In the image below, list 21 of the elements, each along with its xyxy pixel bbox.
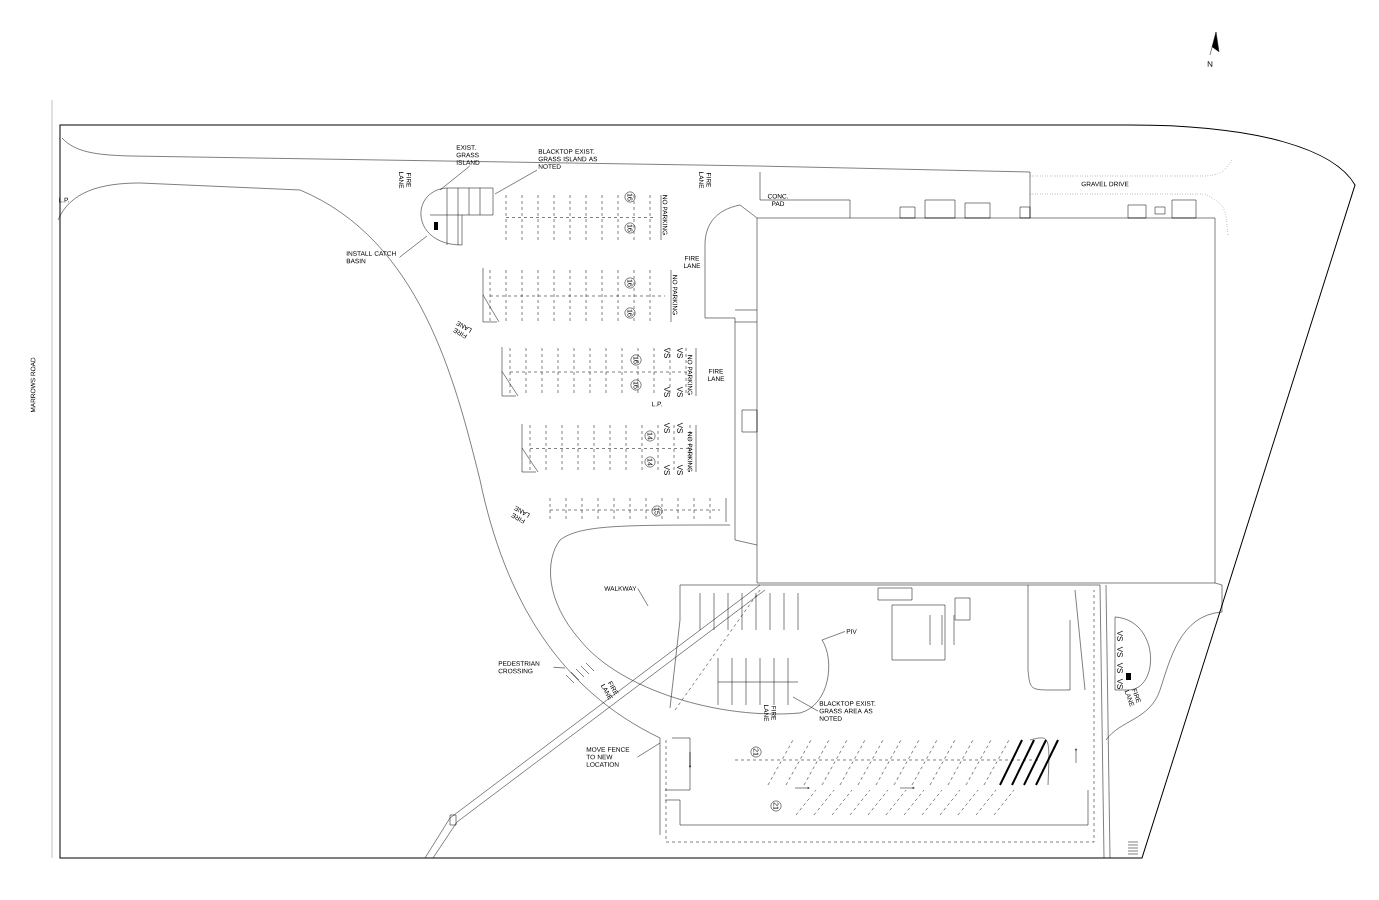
stall-label: VS bbox=[664, 347, 670, 358]
leader-line bbox=[439, 165, 470, 191]
leader-line bbox=[792, 696, 819, 712]
stall-label: VS bbox=[1117, 678, 1123, 689]
north-label: N bbox=[1207, 61, 1213, 67]
leader-line bbox=[553, 667, 566, 669]
leader-line bbox=[399, 235, 428, 258]
stall-label: VS bbox=[677, 386, 683, 397]
stall-label: VS bbox=[677, 422, 683, 433]
stall-label: VS bbox=[664, 464, 670, 475]
stall-label: VS bbox=[677, 347, 683, 358]
leader-line bbox=[637, 742, 661, 758]
stall-label: VS bbox=[677, 464, 683, 475]
leader-line bbox=[637, 588, 649, 607]
leader-line bbox=[494, 169, 538, 195]
stall-label: VS bbox=[1117, 630, 1123, 641]
leader-line bbox=[821, 631, 846, 641]
stall-label: VS bbox=[1117, 662, 1123, 673]
stall-label: VS bbox=[1117, 646, 1123, 657]
stall-label: VS bbox=[664, 422, 670, 433]
stall-label: VS bbox=[664, 386, 670, 397]
